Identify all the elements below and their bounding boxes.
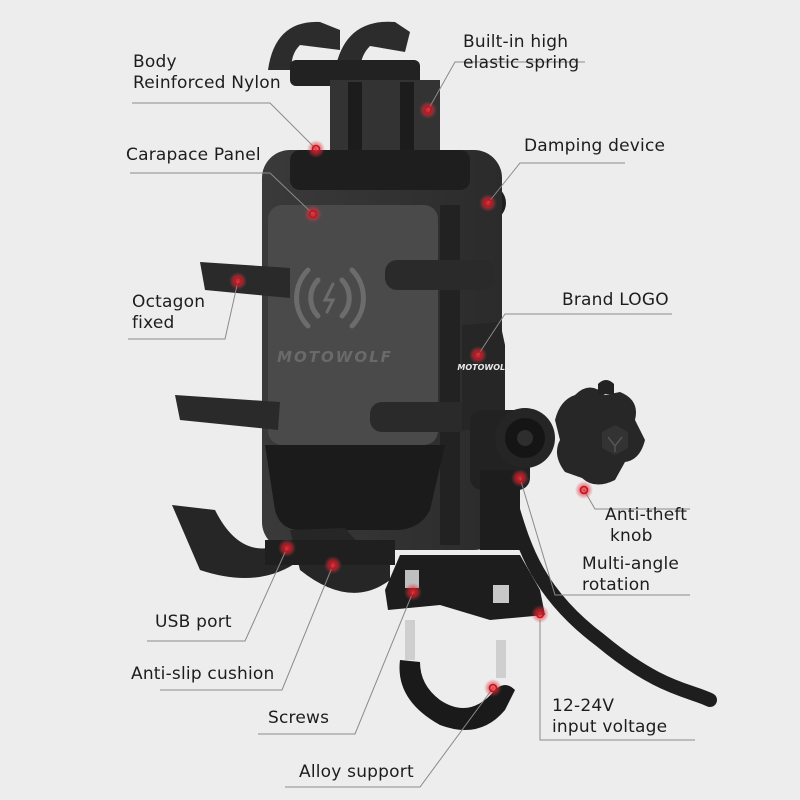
callout-markers	[229, 101, 593, 697]
alloy-support	[399, 660, 515, 730]
label-carapace: Carapace Panel	[126, 145, 261, 165]
label-body: Body Reinforced Nylon	[133, 52, 281, 93]
callout-lines	[128, 61, 695, 788]
label-anti-slip: Anti-slip cushion	[131, 664, 275, 684]
label-alloy-support: Alloy support	[299, 762, 414, 782]
label-screws: Screws	[268, 708, 330, 728]
brand-emblem-icon	[607, 436, 623, 452]
multi-angle-joint	[470, 408, 555, 550]
label-anti-theft: Anti-theft knob	[605, 505, 688, 546]
label-damping: Damping device	[524, 136, 666, 156]
brand-logo-front: MOTOWOLF	[277, 348, 393, 366]
label-voltage: 12-24V input voltage	[552, 696, 668, 737]
label-spring: Built-in high elastic spring	[463, 32, 580, 73]
handlebar-mount	[385, 555, 545, 730]
label-brand-logo: Brand LOGO	[562, 290, 669, 310]
wireless-charging-icon	[294, 267, 366, 329]
label-octagon: Octagon fixed	[132, 292, 206, 333]
brand-logo-side: MOTOWOLF	[457, 363, 511, 372]
label-usb-port: USB port	[155, 612, 232, 632]
label-multi-angle: Multi-angle rotation	[582, 554, 680, 595]
top-grip-arms	[268, 21, 440, 172]
anti-theft-knob	[555, 380, 645, 485]
